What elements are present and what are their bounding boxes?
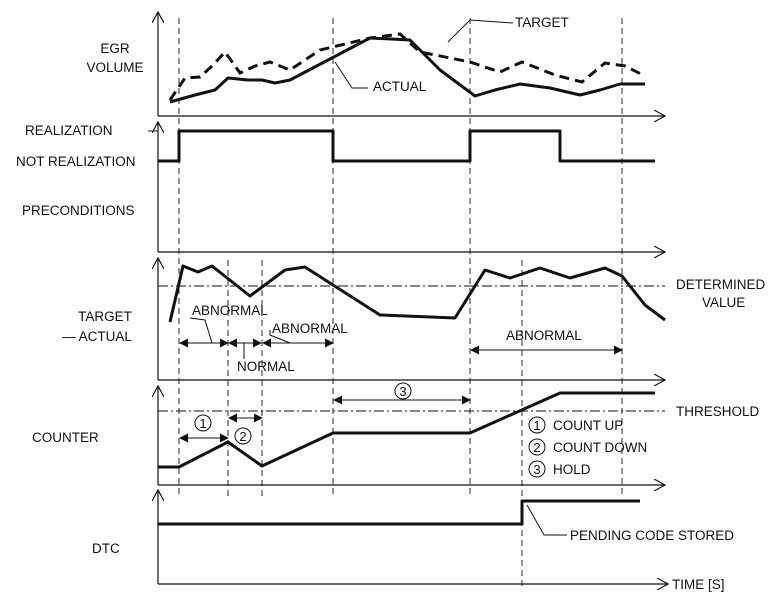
- legend-item-count-down: 2 COUNT DOWN: [528, 438, 647, 456]
- target-actual-panel: TARGET — ACTUAL DETERMINED VALUE ABNORMA…: [62, 258, 766, 380]
- marker-circle-1: [194, 414, 212, 432]
- dtc-signal: [158, 499, 640, 526]
- threshold-label: THRESHOLD: [676, 404, 760, 419]
- egr-actual-label: ACTUAL: [373, 79, 427, 94]
- svg-text:3: 3: [533, 462, 540, 477]
- egr-actual-curve: [169, 36, 645, 104]
- abnormal-1-leader: [189, 317, 213, 344]
- dtc-label: DTC: [92, 541, 120, 556]
- determined-value-label-line1: DETERMINED: [676, 277, 766, 292]
- egr-label-line1: EGR: [100, 41, 130, 56]
- marker-number-3: 3: [399, 384, 406, 399]
- counter-label: COUNTER: [32, 430, 99, 445]
- preconditions-panel: REALIZATION NOT REALIZATION PRECONDITION…: [16, 122, 665, 252]
- abnormal-label-3: ABNORMAL: [506, 328, 582, 343]
- counter-panel: COUNTER THRESHOLD 1 2 3 1 COUNT UP 2 COU…: [32, 382, 760, 485]
- actual-leader-line: [334, 61, 368, 89]
- svg-text:COUNT DOWN: COUNT DOWN: [553, 440, 647, 455]
- svg-text:2: 2: [533, 440, 540, 455]
- counter-legend: 1 COUNT UP 2 COUNT DOWN 3 HOLD: [528, 416, 647, 478]
- precondition-signal: [158, 129, 655, 163]
- counter-curve: [158, 391, 655, 469]
- marker-circle-2: [234, 427, 252, 445]
- legend-item-count-up: 1 COUNT UP: [528, 416, 623, 434]
- time-axis-label: TIME [S]: [672, 577, 725, 592]
- target-actual-label-line2: — ACTUAL: [62, 329, 132, 344]
- egr-target-label: TARGET: [515, 15, 569, 30]
- realization-label: REALIZATION: [25, 123, 113, 138]
- marker-circle-3: [394, 382, 412, 400]
- pending-leader: [526, 504, 567, 536]
- svg-text:HOLD: HOLD: [553, 462, 591, 477]
- preconditions-label: PRECONDITIONS: [22, 203, 135, 218]
- dtc-panel: DTC PENDING CODE STORED TIME [S]: [92, 490, 734, 592]
- abnormal-label-1: ABNORMAL: [192, 303, 268, 318]
- target-actual-label-line1: TARGET: [78, 309, 132, 324]
- egr-volume-panel: EGR VOLUME TARGET ACTUAL: [86, 12, 665, 116]
- not-realization-label: NOT REALIZATION: [16, 154, 136, 169]
- abnormal-label-2: ABNORMAL: [272, 321, 348, 336]
- normal-label: NORMAL: [237, 359, 295, 374]
- target-actual-difference-curve: [168, 264, 666, 323]
- time-reference-lines: [178, 18, 623, 590]
- legend-item-hold: 3 HOLD: [528, 460, 591, 478]
- pending-code-stored-label: PENDING CODE STORED: [570, 528, 734, 543]
- marker-number-1: 1: [199, 416, 206, 431]
- marker-number-2: 2: [239, 429, 246, 444]
- target-leader-line: [447, 19, 514, 43]
- svg-text:1: 1: [533, 418, 540, 433]
- egr-label-line2: VOLUME: [86, 60, 143, 75]
- svg-text:COUNT UP: COUNT UP: [553, 418, 623, 433]
- abnormal-2-leader: [269, 330, 291, 344]
- determined-value-label-line2: VALUE: [702, 295, 745, 310]
